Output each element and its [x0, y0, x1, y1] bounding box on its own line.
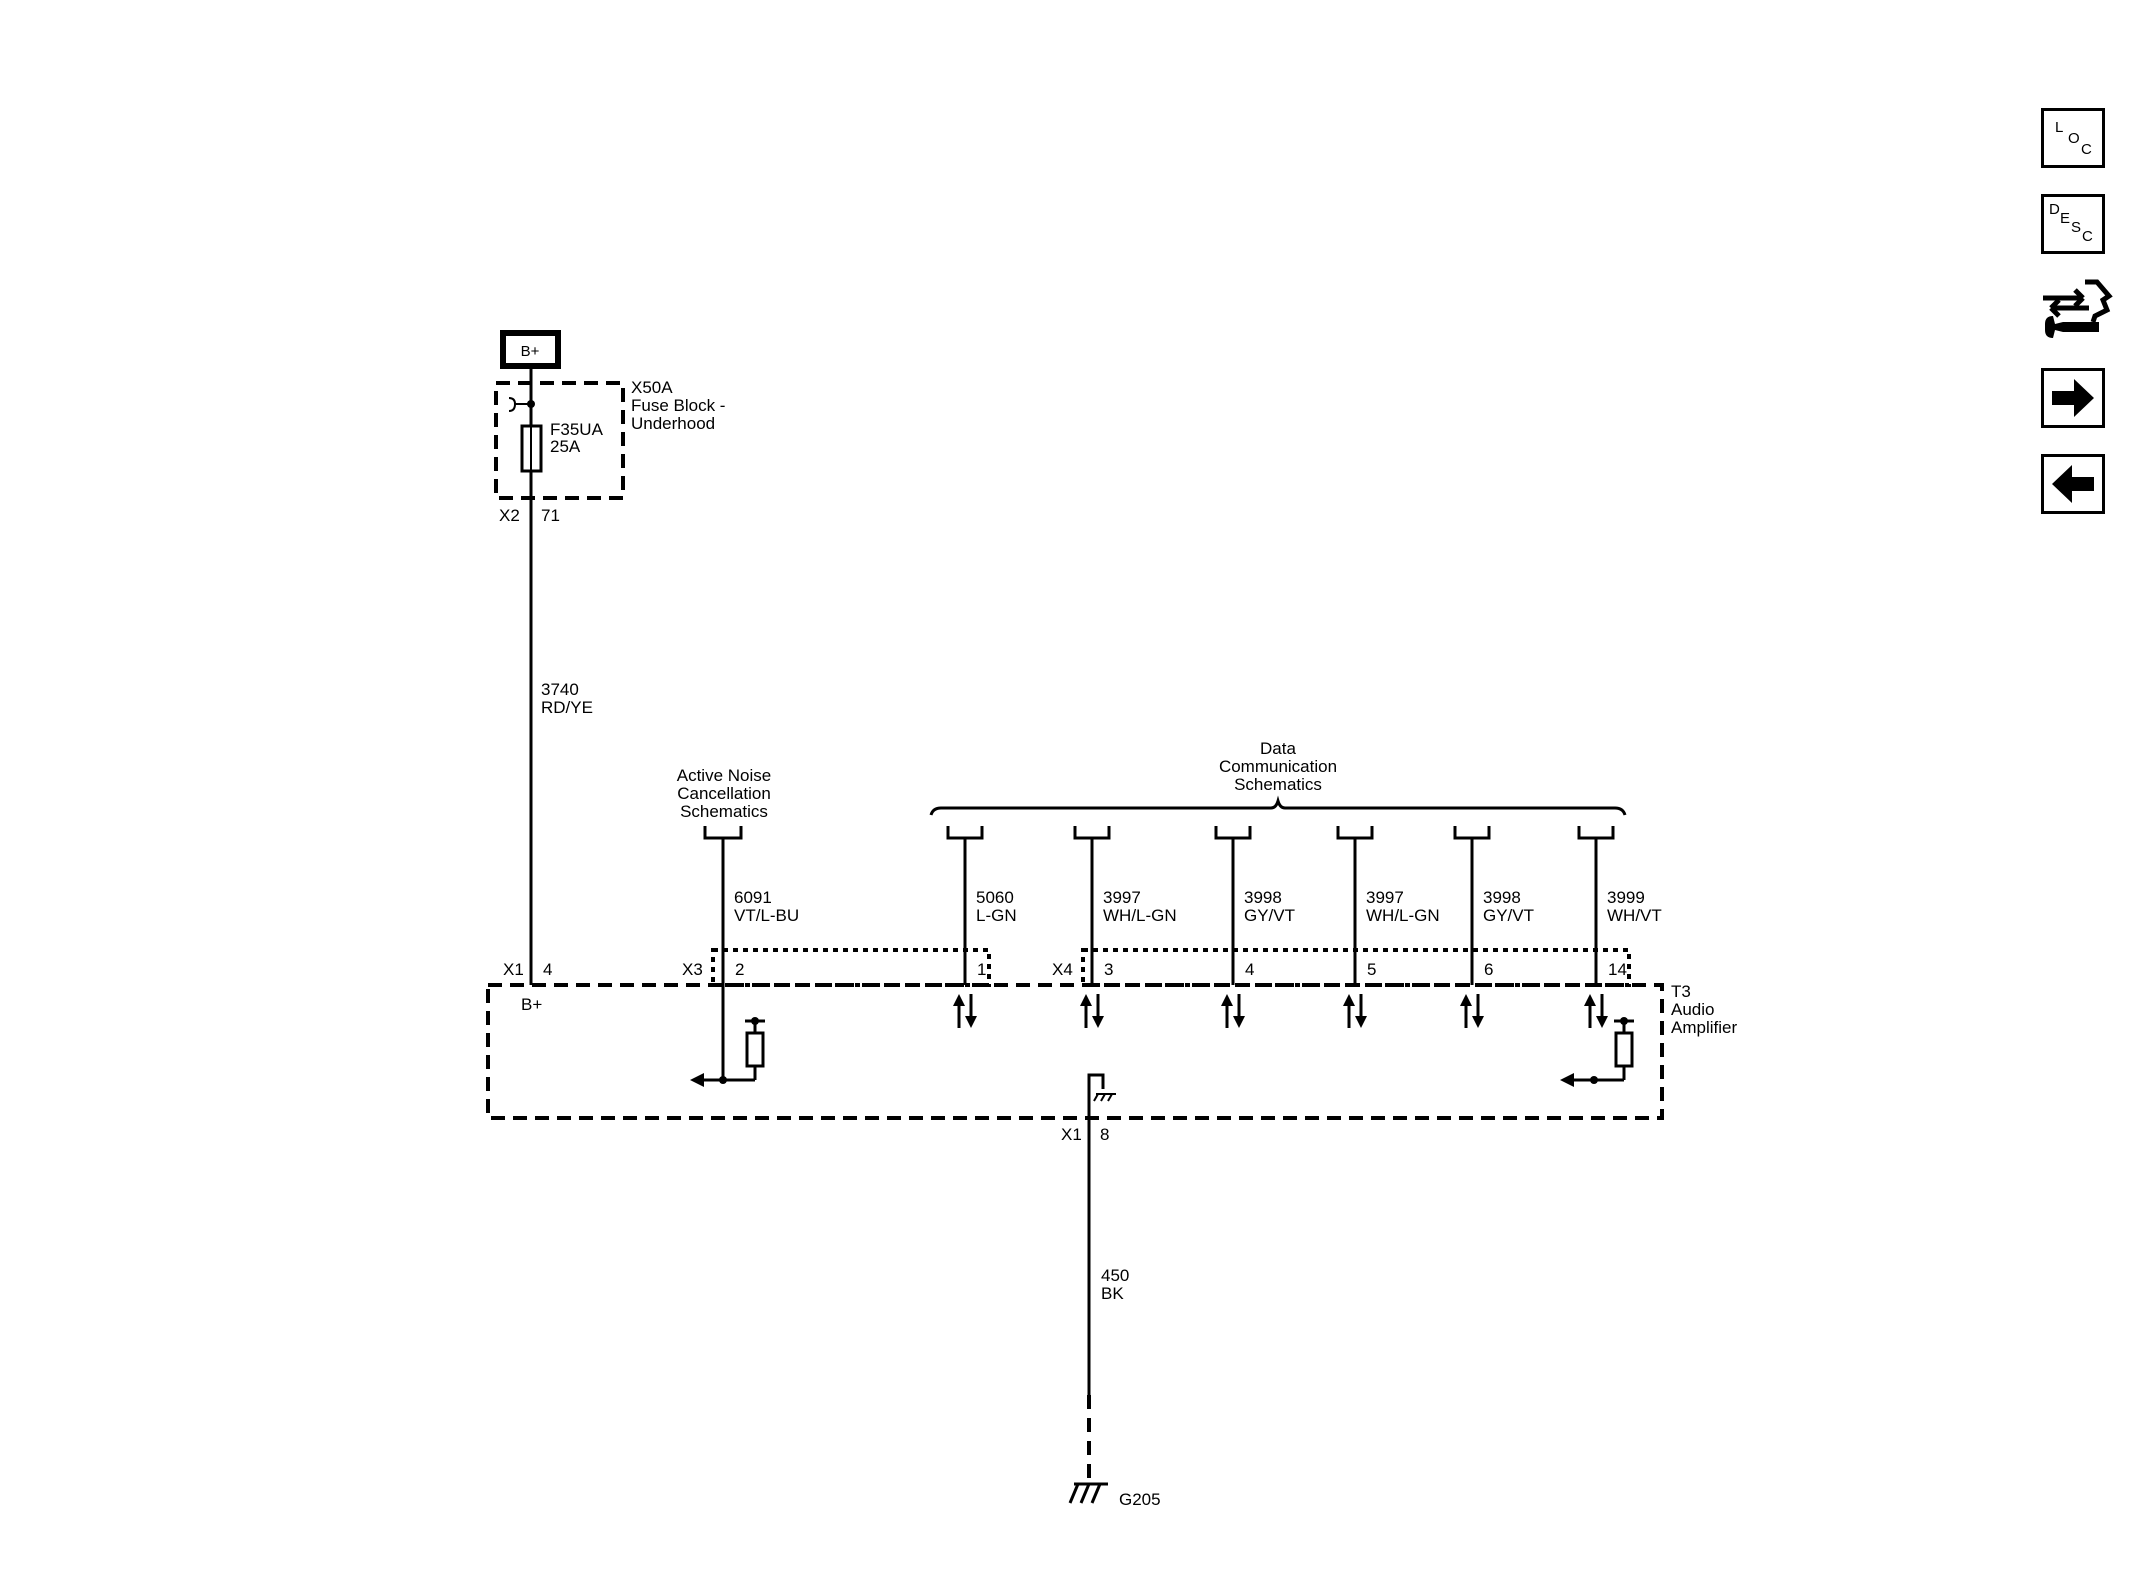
wrench-arrows-icon [2043, 279, 2113, 338]
ground-pin: 8 [1100, 1125, 1109, 1144]
bidirectional-arrow-icon [953, 994, 977, 1028]
battery-positive-symbol: B+ [500, 330, 561, 369]
svg-text:RD/YE: RD/YE [541, 698, 593, 717]
svg-text:25A: 25A [550, 437, 581, 456]
data-wire-color: GY/VT [1483, 906, 1534, 925]
svg-text:6091: 6091 [734, 888, 772, 907]
description-button[interactable]: D E S C [2041, 194, 2105, 254]
svg-text:Fuse Block -: Fuse Block - [631, 396, 725, 415]
data-wire-pin: 3 [1104, 960, 1113, 979]
svg-text:T3: T3 [1671, 982, 1691, 1001]
chassis-ground-symbol [1068, 1482, 1108, 1504]
fuse-block-label: X50A Fuse Block - Underhood [631, 378, 725, 433]
data-wire-pin: 14 [1608, 960, 1627, 979]
data-wire-circuit: 3997 [1366, 888, 1404, 907]
next-page-button[interactable] [2041, 368, 2105, 428]
svg-text:450: 450 [1101, 1266, 1129, 1285]
data-wire-circuit: 5060 [976, 888, 1014, 907]
data-wire-end [1577, 826, 1615, 840]
data-wire-pin: 5 [1367, 960, 1376, 979]
fuse-block-boundary [494, 381, 625, 500]
data-wire-color: WH/VT [1607, 906, 1662, 925]
svg-text:BK: BK [1101, 1284, 1124, 1303]
svg-text:Audio: Audio [1671, 1000, 1714, 1019]
anc-pin: 2 [735, 960, 744, 979]
svg-text:Communication: Communication [1219, 757, 1337, 776]
anc-connector: X3 [682, 960, 703, 979]
data-wire-color: WH/L-GN [1103, 906, 1177, 925]
fuse-out-connector: X2 [499, 506, 520, 525]
audio-amplifier-boundary [486, 983, 1664, 1120]
previous-page-button[interactable] [2041, 454, 2105, 514]
arrow-right-icon [2052, 379, 2094, 417]
data-wire-pin: 1 [977, 960, 986, 979]
data-wire-color: L-GN [976, 906, 1017, 925]
svg-text:Active Noise: Active Noise [677, 766, 771, 785]
bplus-internal-label: B+ [521, 995, 542, 1014]
data-wire-color: GY/VT [1244, 906, 1295, 925]
data-communication-reference: Data Communication Schematics [1219, 739, 1337, 794]
ground-connector: X1 [1061, 1125, 1082, 1144]
data-wire-pin: 6 [1484, 960, 1493, 979]
svg-text:X50A: X50A [631, 378, 673, 397]
data-wire-end [1453, 826, 1491, 840]
x4-connector [1081, 948, 1631, 987]
bidirectional-arrow-icon [1343, 994, 1367, 1028]
ground-name: G205 [1119, 1490, 1161, 1509]
left-output-circuit [690, 1017, 765, 1087]
bidirectional-arrow-icon [1584, 994, 1608, 1028]
battery-positive-label: B+ [521, 343, 540, 360]
svg-text:Amplifier: Amplifier [1671, 1018, 1737, 1037]
svg-text:3740: 3740 [541, 680, 579, 699]
wire-3740-label: 3740 RD/YE [541, 680, 593, 717]
svg-text:Schematics: Schematics [680, 802, 768, 821]
bplus-pin: 4 [543, 960, 552, 979]
data-communication-brace [929, 795, 1627, 816]
data-wire-color: WH/L-GN [1366, 906, 1440, 925]
audio-amplifier-label: T3 Audio Amplifier [1671, 982, 1737, 1037]
fuse-label: F35UA 25A [550, 420, 604, 456]
svg-text:Underhood: Underhood [631, 414, 715, 433]
data-wire-circuit: 3998 [1244, 888, 1282, 907]
data-wire-end [1214, 826, 1252, 840]
wire-450-label: 450 BK [1101, 1266, 1129, 1303]
x3-connector [711, 948, 991, 987]
internal-ground-symbol [1087, 1073, 1116, 1128]
data-connector: X4 [1052, 960, 1073, 979]
data-wire-end [1336, 826, 1374, 840]
right-output-circuit [1560, 1017, 1634, 1087]
svg-text:Cancellation: Cancellation [677, 784, 771, 803]
svg-text:Schematics: Schematics [1234, 775, 1322, 794]
bplus-connector: X1 [503, 960, 524, 979]
anc-wire-end [703, 826, 743, 840]
data-wire-end [946, 826, 984, 840]
bidirectional-arrow-icon [1221, 994, 1245, 1028]
anc-schematics-reference: Active Noise Cancellation Schematics [677, 766, 771, 821]
data-wire-pin: 4 [1245, 960, 1254, 979]
data-wire-end [1073, 826, 1111, 840]
bidirectional-arrow-icon [1080, 994, 1104, 1028]
svg-text:F35UA: F35UA [550, 420, 604, 439]
data-wire-circuit: 3999 [1607, 888, 1645, 907]
fuse-out-pin: 71 [541, 506, 560, 525]
connector-repair-button[interactable] [2037, 276, 2113, 346]
location-button[interactable]: L O C [2041, 108, 2105, 168]
bidirectional-arrow-icon [1460, 994, 1484, 1028]
data-wire-circuit: 3997 [1103, 888, 1141, 907]
data-wire-circuit: 3998 [1483, 888, 1521, 907]
svg-text:VT/L-BU: VT/L-BU [734, 906, 799, 925]
wire-6091-label: 6091 VT/L-BU [734, 888, 799, 925]
svg-text:Data: Data [1260, 739, 1296, 758]
arrow-left-icon [2052, 465, 2094, 503]
